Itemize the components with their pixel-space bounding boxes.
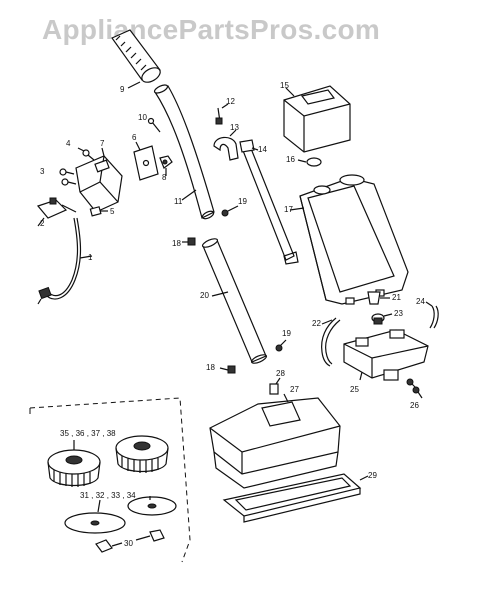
part-pad-right <box>127 496 177 516</box>
part-clamp <box>213 129 239 161</box>
part-hose <box>321 317 341 367</box>
callout-29: 29 <box>368 471 377 480</box>
callout-28: 28 <box>276 369 285 378</box>
part-valve <box>371 313 393 325</box>
callout-2: 2 <box>40 219 45 228</box>
part-screws-3-4 <box>59 147 95 186</box>
callout-19-lower: 19 <box>282 329 291 338</box>
callout-18-upper: 18 <box>172 239 181 248</box>
callout-17: 17 <box>284 205 293 214</box>
callout-30: 30 <box>124 539 133 548</box>
callout-22: 22 <box>312 319 321 328</box>
callout-26: 26 <box>410 401 419 410</box>
callout-5: 5 <box>110 207 115 216</box>
part-solution-tank <box>289 174 409 305</box>
callout-31-34: 31 , 32 , 33 , 34 <box>80 491 136 500</box>
callout-23: 23 <box>394 309 403 318</box>
part-brush-right <box>115 435 169 473</box>
callout-14: 14 <box>258 145 267 154</box>
part-power-cord <box>37 217 93 305</box>
callout-24: 24 <box>416 297 425 306</box>
part-upper-handle-tube <box>153 84 215 220</box>
part-lower-handle-tube <box>201 238 268 364</box>
callout-20: 20 <box>200 291 209 300</box>
part-screw-12 <box>215 103 229 125</box>
callout-19-upper: 19 <box>238 197 247 206</box>
callout-21: 21 <box>392 293 401 302</box>
part-pad-holders <box>95 529 165 553</box>
callout-15: 15 <box>280 81 289 90</box>
callout-27: 27 <box>290 385 299 394</box>
part-pad-left <box>64 499 126 534</box>
part-nut <box>159 155 173 176</box>
part-handle-grip <box>111 29 161 89</box>
part-switch <box>36 197 77 227</box>
callout-3: 3 <box>40 167 45 176</box>
callout-10: 10 <box>138 113 147 122</box>
callout-4: 4 <box>66 139 71 148</box>
callout-8: 8 <box>162 173 167 182</box>
callout-12: 12 <box>226 97 235 106</box>
callout-18-lower: 18 <box>206 363 215 372</box>
part-screw-19-upper <box>221 205 239 217</box>
callout-1: 1 <box>88 253 93 262</box>
part-spring-clip <box>425 301 439 329</box>
watermark: AppliancePartsPros.com <box>42 14 381 45</box>
part-tank-lid <box>283 85 351 153</box>
brush-kit-frame <box>29 397 191 563</box>
part-switch-bracket <box>75 147 123 213</box>
callout-9: 9 <box>120 85 125 94</box>
part-latch <box>269 377 281 395</box>
part-screw-10 <box>147 117 161 133</box>
part-screw-19-lower <box>275 339 287 352</box>
part-drain-plug <box>367 291 390 305</box>
callout-16: 16 <box>286 155 295 164</box>
part-cap <box>297 157 322 167</box>
callout-11: 11 <box>174 197 183 206</box>
callout-13: 13 <box>230 123 239 132</box>
part-plate <box>133 141 159 181</box>
callout-7: 7 <box>100 139 105 148</box>
callout-35-38: 35 , 36 , 37 , 38 <box>60 429 116 438</box>
part-clip <box>89 206 108 217</box>
part-pump-housing <box>343 329 429 381</box>
part-screw-18-lower <box>219 365 236 374</box>
part-drip-tray <box>222 473 369 523</box>
callout-6: 6 <box>132 133 137 142</box>
part-screws-26 <box>406 378 423 399</box>
callout-labels: 1 2 3 4 5 6 7 8 9 10 11 12 13 14 15 16 1… <box>40 81 425 548</box>
part-base-housing <box>209 393 341 489</box>
part-support-rod <box>239 139 299 265</box>
part-brush-left <box>47 440 101 487</box>
part-screw-18-upper <box>182 237 196 246</box>
callout-25: 25 <box>350 385 359 394</box>
